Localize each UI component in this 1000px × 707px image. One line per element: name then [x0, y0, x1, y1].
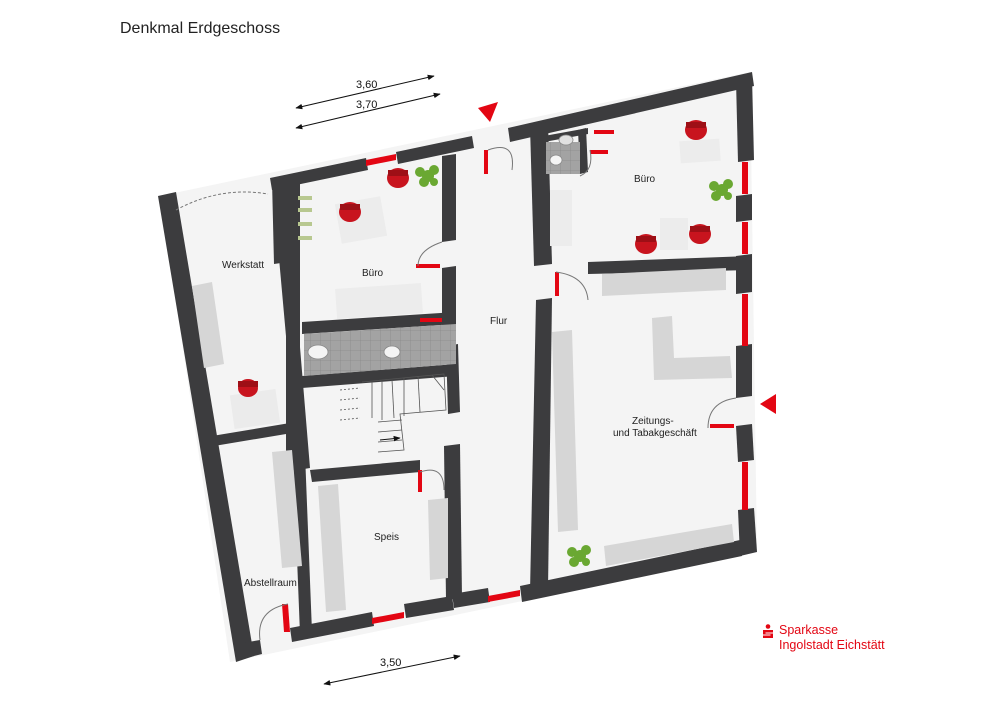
chair-icon: [339, 202, 361, 222]
plan-title: Denkmal Erdgeschoss: [120, 20, 281, 37]
entrance-arrow-icon: [760, 394, 776, 414]
chair-icon: [387, 168, 409, 188]
furniture: [192, 138, 734, 612]
stair-direction-arrow: [379, 435, 401, 442]
brand-line-1: Sparkasse: [779, 623, 839, 637]
room-label-buero-right: Büro: [634, 174, 656, 185]
bathroom-tiles: [304, 324, 456, 376]
dimension-line-top-2: [295, 92, 441, 130]
plant-icon: [415, 165, 439, 187]
chair-icon: [689, 224, 711, 244]
plant-icon: [567, 545, 591, 567]
sparkasse-brand: Sparkasse Ingolstadt Eichstätt: [762, 623, 885, 653]
chair-icon: [685, 120, 707, 140]
chair-icon: [238, 379, 258, 397]
room-label-buero-left: Büro: [362, 268, 384, 279]
toilet-icon: [549, 154, 563, 166]
chair-icon: [635, 234, 657, 254]
chairs: [238, 120, 711, 397]
room-label-werkstatt: Werkstatt: [222, 260, 264, 271]
sink-icon: [558, 134, 574, 146]
dimension-bottom: 3,50: [380, 657, 401, 669]
room-label-geschaeft-line1: Zeitungs-: [632, 416, 674, 427]
room-label-geschaeft-line2: und Tabakgeschäft: [613, 428, 697, 439]
dimension-top-2: 3,70: [356, 99, 377, 111]
bookshelf: [298, 196, 312, 240]
door-swings: [175, 147, 737, 641]
toilet-icon: [307, 344, 329, 360]
plant-icon: [709, 179, 733, 201]
brand-line-2: Ingolstadt Eichstätt: [779, 638, 885, 652]
dimension-line-bottom: [323, 654, 461, 686]
dimension-top-1: 3,60: [356, 79, 377, 91]
entrance-arrow-icon: [478, 102, 498, 122]
interior-walls: [212, 122, 750, 634]
sparkasse-logo-icon: [763, 624, 773, 638]
room-label-abstellraum: Abstellraum: [244, 578, 297, 589]
room-label-speis: Speis: [374, 532, 399, 543]
room-label-flur: Flur: [490, 316, 508, 327]
sink-icon: [383, 345, 401, 359]
windows: [282, 130, 748, 632]
